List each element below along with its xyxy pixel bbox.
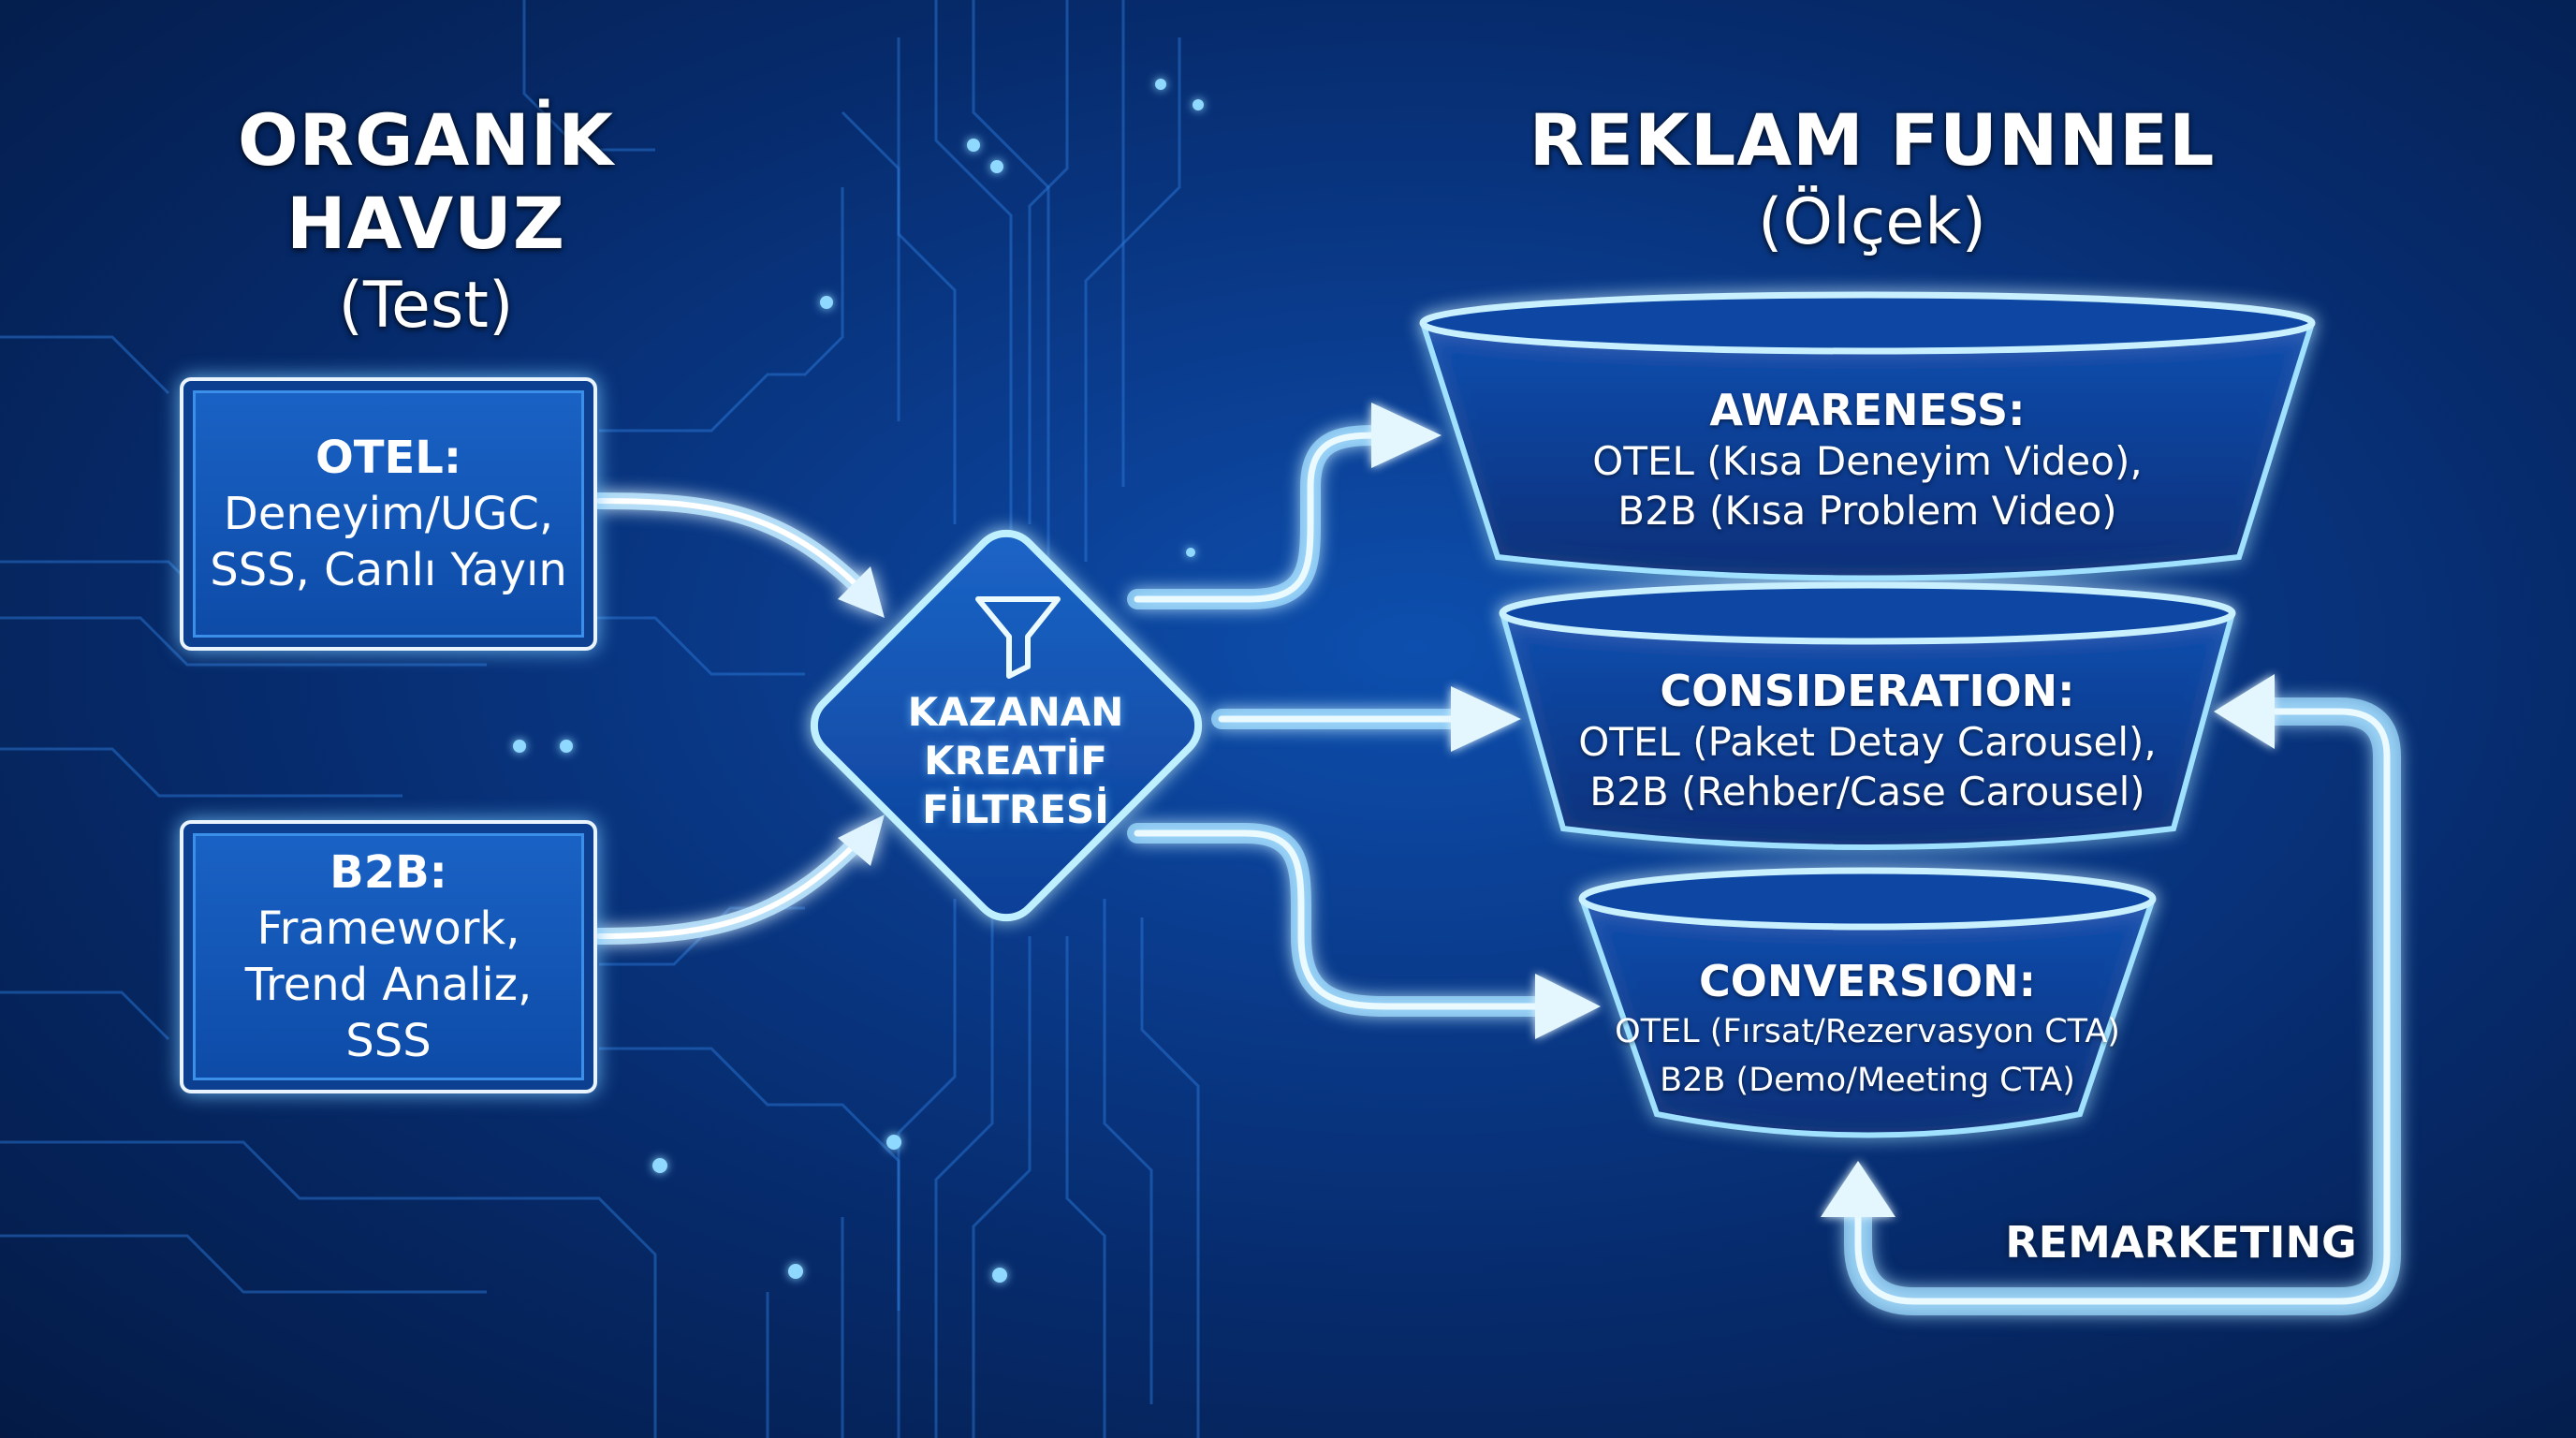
- tier-title: CONVERSION:: [1698, 956, 2037, 1006]
- source-line: Deneyim/UGC,: [223, 488, 554, 540]
- tier-arrows: [1127, 425, 1555, 1017]
- source-title: OTEL:: [315, 432, 462, 484]
- source-title: B2B:: [329, 846, 447, 899]
- filter-diamond: [810, 529, 1203, 922]
- source-arrows: [591, 492, 885, 945]
- tier-awareness: AWARENESS: OTEL (Kısa Deneyim Video), B2…: [1470, 384, 2265, 536]
- remarketing-label: REMARKETING: [2005, 1217, 2357, 1268]
- tier-line: B2B (Kısa Problem Video): [1617, 488, 2117, 534]
- source-line: SSS: [345, 1015, 432, 1067]
- tier-line: B2B (Rehber/Case Carousel): [1589, 769, 2145, 814]
- organic-pool-title: ORGANİK HAVUZ: [237, 98, 615, 265]
- funnel-icon: [975, 596, 1061, 679]
- organic-pool-subtitle: (Test): [338, 269, 514, 343]
- ad-funnel-subtitle: (Ölçek): [1757, 185, 1987, 259]
- ad-funnel-heading: REKLAM FUNNEL (Ölçek): [1516, 98, 2228, 259]
- tier-line: B2B (Demo/Meeting CTA): [1660, 1062, 2075, 1099]
- source-box-otel: OTEL: Deneyim/UGC, SSS, Canlı Yayın: [180, 377, 597, 651]
- source-line: Framework,: [256, 902, 520, 955]
- source-line: SSS, Canlı Yayın: [210, 544, 567, 596]
- organic-pool-heading: ORGANİK HAVUZ (Test): [94, 98, 758, 343]
- tier-line: OTEL (Kısa Deneyim Video),: [1592, 438, 2143, 484]
- filter-label-line: KREATİF: [924, 738, 1107, 784]
- funnel-tiers: [1419, 291, 2316, 1138]
- tier-line: OTEL (Fırsat/Rezervasyon CTA): [1615, 1013, 2120, 1050]
- remarketing-loop: [1844, 697, 2401, 1315]
- circuit-nodes: [513, 79, 1204, 1283]
- tier-title: AWARENESS:: [1709, 385, 2026, 435]
- tier-conversion: CONVERSION: OTEL (Fırsat/Rezervasyon CTA…: [1516, 955, 2218, 1105]
- tier-arrowheads: [1371, 403, 1601, 1039]
- source-box-b2b: B2B: Framework, Trend Analiz, SSS: [180, 820, 597, 1093]
- source-line: Trend Analiz,: [244, 959, 533, 1011]
- ad-funnel-title: REKLAM FUNNEL: [1529, 98, 2216, 182]
- filter-label: KAZANAN KREATİF FİLTRESİ: [861, 688, 1170, 834]
- filter-label-line: KAZANAN: [907, 689, 1124, 735]
- tier-line: OTEL (Paket Detay Carousel),: [1578, 719, 2157, 765]
- tier-consideration: CONSIDERATION: OTEL (Paket Detay Carouse…: [1470, 665, 2265, 816]
- filter-label-line: FİLTRESİ: [922, 786, 1109, 832]
- remarketing-arrowheads: [1821, 674, 2275, 1217]
- tier-title: CONSIDERATION:: [1660, 666, 2075, 716]
